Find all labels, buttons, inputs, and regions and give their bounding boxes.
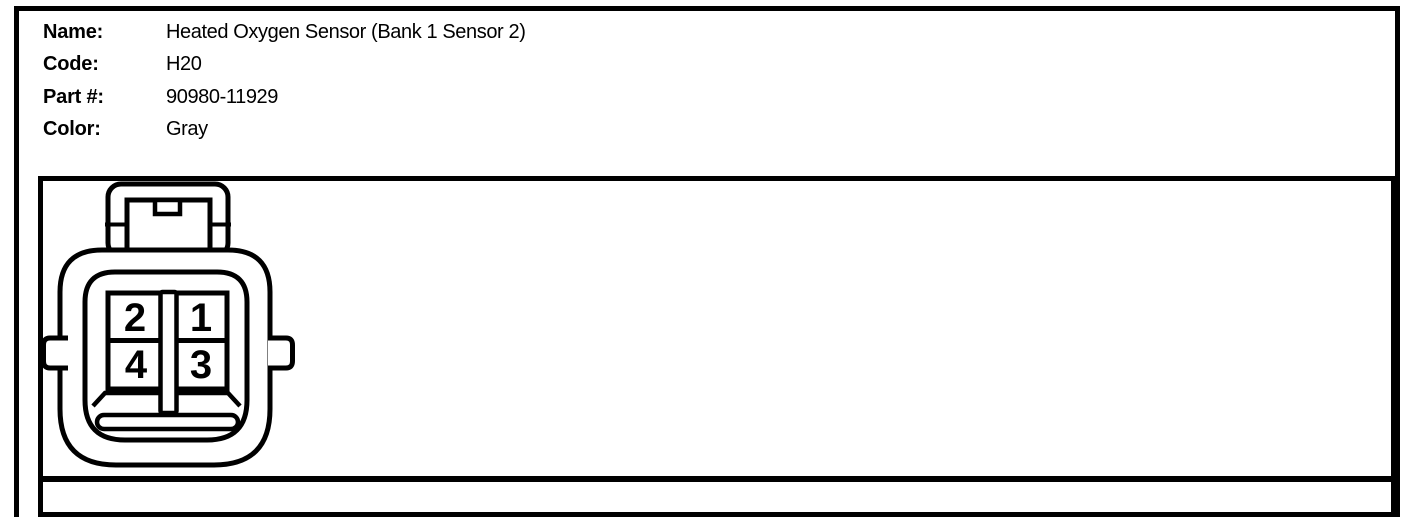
connector-lock-tab [105,181,231,259]
connector-left-wing [41,335,68,371]
center-key-bar [158,289,179,416]
page-frame [14,6,1400,517]
name-value: Heated Oxygen Sensor (Bank 1 Sensor 2) [166,21,526,43]
part-number-label: Part #: [43,85,104,108]
pin-4-label: 4 [125,343,148,387]
pin-1-label: 1 [190,296,212,340]
code-label: Code: [43,53,99,76]
pin-3-label: 3 [190,343,212,387]
connector-right-wing [268,335,295,371]
part-number-value: 90980-11929 [166,85,279,108]
code-value: H20 [166,53,202,76]
diagram-panel-divider [43,476,1391,482]
info-row-part: Part #: 90980-11929 [43,81,943,113]
diagram-panel [38,176,1396,517]
bottom-slot [94,412,241,432]
info-row-code: Code: H20 [43,48,943,80]
pin-2-label: 2 [124,296,146,340]
connector-diagram: 2 1 4 3 [41,181,295,468]
name-label: Name: [43,21,104,43]
info-row-name: Name: Heated Oxygen Sensor (Bank 1 Senso… [43,16,943,48]
info-row-color: Color: Gray [43,113,943,145]
connector-info: Name: Heated Oxygen Sensor (Bank 1 Senso… [43,16,943,145]
color-value: Gray [166,117,208,140]
color-label: Color: [43,117,101,140]
